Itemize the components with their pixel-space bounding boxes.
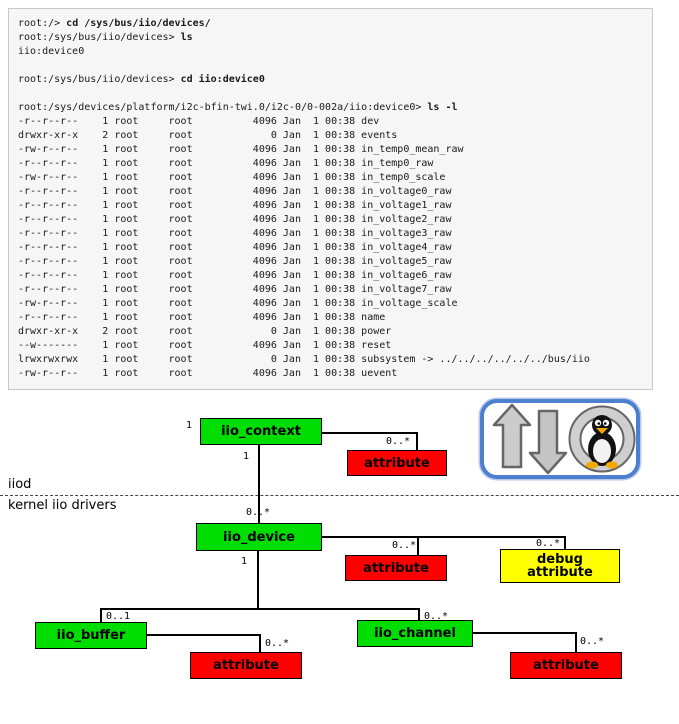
terminal-line: -r--r--r-- 1 root root 4096 Jan 1 00:38 … <box>18 158 434 169</box>
connector-channel-drop-v <box>418 608 420 620</box>
iio-context-box: iio_context <box>200 418 322 445</box>
multiplicity-channel-parent: 0..* <box>424 611 449 622</box>
iio-channel-box: iio_channel <box>357 620 473 647</box>
multiplicity-context-left: 1 <box>186 420 193 431</box>
connector-device-children-v <box>257 551 259 610</box>
terminal-line: -r--r--r-- 1 root root 4096 Jan 1 00:38 … <box>18 186 452 197</box>
context-attribute-box: attribute <box>347 450 447 476</box>
terminal-line <box>18 59 643 73</box>
device-attribute-label: attribute <box>363 560 429 576</box>
multiplicity-context-child: 1 <box>243 451 250 462</box>
terminal-line <box>18 87 643 101</box>
terminal-line: -rw-r--r-- 1 root root 4096 Jan 1 00:38 … <box>18 368 398 379</box>
iio-buffer-box: iio_buffer <box>35 622 147 649</box>
iio-logo <box>478 397 642 481</box>
iio-channel-label: iio_channel <box>374 626 456 641</box>
connector-channel-attribute-v <box>575 632 577 652</box>
buffer-attribute-label: attribute <box>213 658 279 673</box>
multiplicity-buffer-attribute: 0..* <box>265 638 290 649</box>
connector-device-attribute-v <box>417 536 419 555</box>
connector-children-branch-h <box>100 608 420 610</box>
connector-buffer-drop-v <box>100 608 102 622</box>
multiplicity-buffer-parent: 0..1 <box>106 611 131 622</box>
debug-attribute-label-line1: debug <box>537 552 583 567</box>
terminal-line: -r--r--r-- 1 root root 4096 Jan 1 00:38 … <box>18 284 452 295</box>
terminal-line: -r--r--r-- 1 root root 4096 Jan 1 00:38 … <box>18 312 386 323</box>
context-attribute-label: attribute <box>364 455 430 471</box>
terminal-line: root:/sys/devices/platform/i2c-bfin-twi.… <box>18 102 458 113</box>
device-attribute-box: attribute <box>345 555 447 581</box>
terminal-line: -r--r--r-- 1 root root 4096 Jan 1 00:38 … <box>18 200 452 211</box>
userspace-section-label: iiod <box>8 477 32 492</box>
connector-context-attribute-v <box>416 432 418 450</box>
terminal-line: -rw-r--r-- 1 root root 4096 Jan 1 00:38 … <box>18 172 446 183</box>
iio-device-box: iio_device <box>196 523 322 551</box>
multiplicity-context-attribute: 0..* <box>386 436 411 447</box>
iio-context-label: iio_context <box>221 424 301 439</box>
channel-attribute-box: attribute <box>510 652 622 679</box>
connector-buffer-attribute-v <box>259 634 261 652</box>
terminal-line: -r--r--r-- 1 root root 4096 Jan 1 00:38 … <box>18 228 452 239</box>
terminal-line: -r--r--r-- 1 root root 4096 Jan 1 00:38 … <box>18 116 380 127</box>
multiplicity-device-attribute: 0..* <box>392 540 417 551</box>
iio-buffer-label: iio_buffer <box>56 628 126 643</box>
terminal-line: -r--r--r-- 1 root root 4096 Jan 1 00:38 … <box>18 214 452 225</box>
userspace-kernel-divider <box>0 495 679 496</box>
terminal-line: --w------- 1 root root 4096 Jan 1 00:38 … <box>18 340 392 351</box>
terminal-panel: root:/> cd /sys/bus/iio/devices/root:/sy… <box>8 8 653 390</box>
connector-device-attributes-h <box>322 536 566 538</box>
terminal-line: root:/> cd /sys/bus/iio/devices/ <box>18 18 211 29</box>
connector-buffer-attribute-h <box>147 634 261 636</box>
terminal-line: -r--r--r-- 1 root root 4096 Jan 1 00:38 … <box>18 256 452 267</box>
terminal-line: -r--r--r-- 1 root root 4096 Jan 1 00:38 … <box>18 270 452 281</box>
terminal-line: root:/sys/bus/iio/devices> cd iio:device… <box>18 74 265 85</box>
channel-attribute-label: attribute <box>533 658 599 673</box>
connector-channel-attribute-h <box>473 632 577 634</box>
iio-device-label: iio_device <box>223 529 295 545</box>
multiplicity-channel-attribute: 0..* <box>580 636 605 647</box>
debug-attribute-label-line2: attribute <box>527 565 593 580</box>
multiplicity-device-child: 1 <box>241 556 248 567</box>
terminal-line: -rw-r--r-- 1 root root 4096 Jan 1 00:38 … <box>18 298 458 309</box>
multiplicity-debug-attribute: 0..* <box>536 538 561 549</box>
connector-device-debug-v <box>564 536 566 549</box>
multiplicity-device-parent: 0..* <box>246 507 271 518</box>
terminal-output: root:/> cd /sys/bus/iio/devices/root:/sy… <box>18 17 643 381</box>
buffer-attribute-box: attribute <box>190 652 302 679</box>
debug-attribute-box: debug attribute <box>500 549 620 583</box>
terminal-line: lrwxrwxrwx 1 root root 0 Jan 1 00:38 sub… <box>18 354 590 365</box>
iio-architecture-diagram: iiod kernel iio drivers iio_context attr… <box>0 395 679 724</box>
terminal-line: -rw-r--r-- 1 root root 4096 Jan 1 00:38 … <box>18 144 464 155</box>
connector-context-attribute-h <box>322 432 418 434</box>
terminal-line: drwxr-xr-x 2 root root 0 Jan 1 00:38 pow… <box>18 326 392 337</box>
connector-context-device <box>258 445 260 523</box>
terminal-line: iio:device0 <box>18 46 85 57</box>
terminal-line: -r--r--r-- 1 root root 4096 Jan 1 00:38 … <box>18 242 452 253</box>
terminal-line: root:/sys/bus/iio/devices> ls <box>18 32 193 43</box>
iio-logo-graphic <box>478 397 642 481</box>
terminal-line: drwxr-xr-x 2 root root 0 Jan 1 00:38 eve… <box>18 130 398 141</box>
kernel-section-label: kernel iio drivers <box>8 498 117 513</box>
